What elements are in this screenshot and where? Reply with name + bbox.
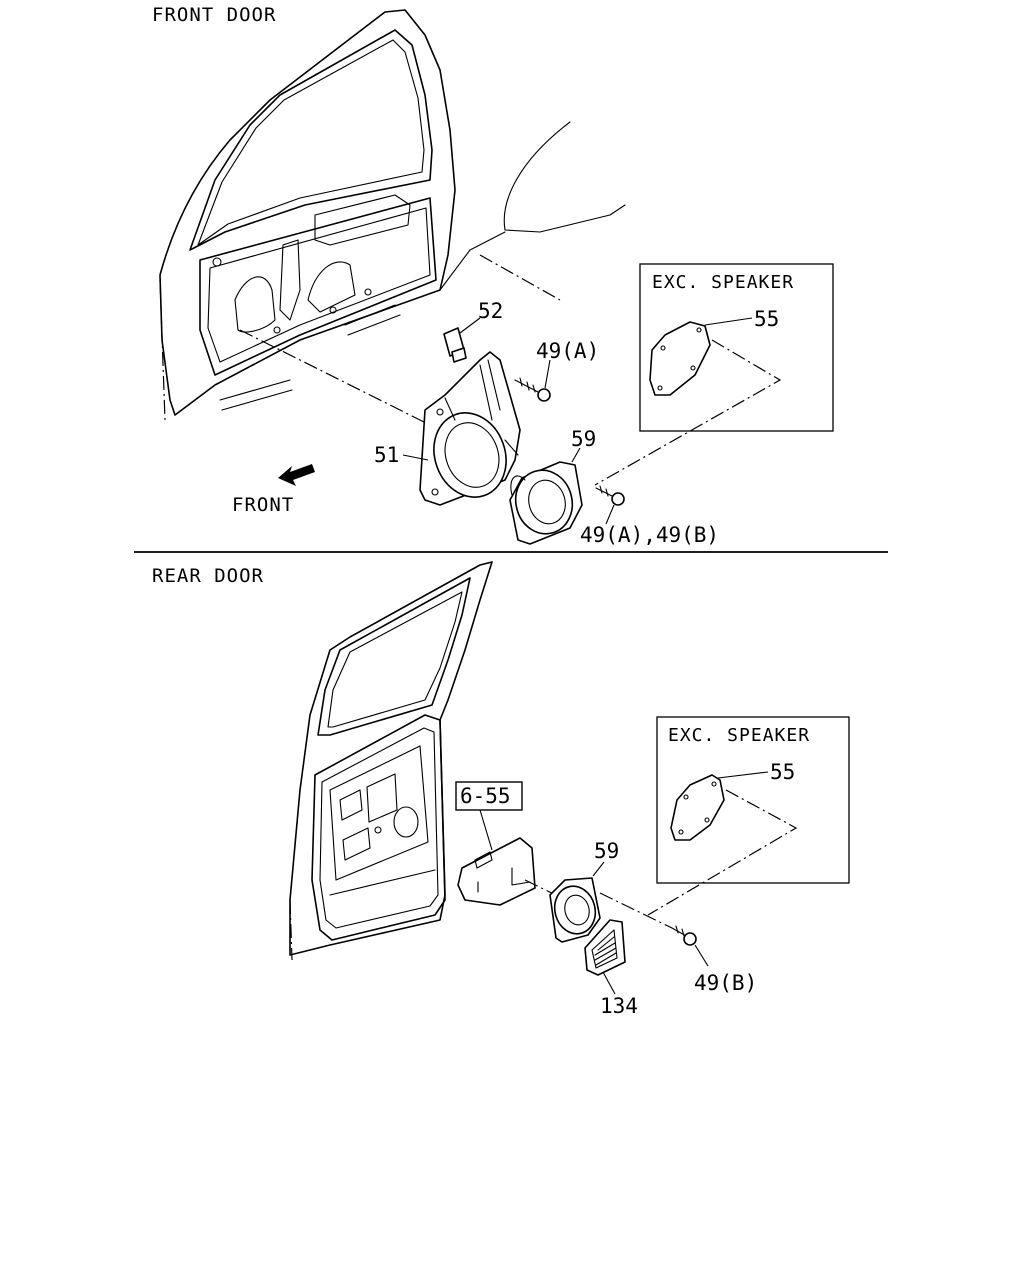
exc-speaker-title-rear: EXC. SPEAKER — [668, 725, 810, 746]
leader-6-55 — [479, 809, 493, 851]
leader-55-front — [704, 317, 753, 326]
grille-134 — [584, 919, 626, 976]
cover-55-rear — [670, 774, 725, 841]
rear-screw-guide-line — [599, 892, 673, 929]
speaker-bracket-51 — [419, 351, 521, 506]
callout-59-front: 59 — [571, 427, 596, 451]
speaker-59-front — [509, 461, 583, 545]
ref-box-6-55 — [455, 781, 523, 811]
cover-55-front — [649, 321, 711, 396]
vehicle-body-outline — [439, 121, 626, 301]
exc-speaker-title-front: EXC. SPEAKER — [652, 272, 794, 293]
leader-49b — [694, 944, 709, 967]
callout-134: 134 — [600, 994, 638, 1018]
leader-49a — [544, 359, 551, 389]
callout-59-rear: 59 — [594, 839, 619, 863]
leader-51 — [402, 454, 429, 461]
front-cover-guide-line — [594, 339, 782, 486]
front-door-title: FRONT DOOR — [152, 4, 276, 26]
callout-55-front: 55 — [754, 307, 779, 331]
leader-55-rear — [717, 771, 769, 779]
leader-59-rear — [592, 861, 605, 877]
rear-speaker-housing — [457, 837, 536, 906]
exc-speaker-box-rear — [656, 716, 850, 884]
leader-59-front — [571, 447, 581, 463]
callout-49b: 49(B) — [694, 971, 757, 995]
front-direction-arrow-icon — [278, 464, 315, 486]
rear-cover-guide-line — [647, 789, 798, 916]
speaker-59-rear — [549, 877, 601, 943]
front-arrow-label: FRONT — [232, 494, 294, 516]
leader-134 — [602, 971, 616, 995]
clip-52 — [443, 327, 467, 363]
callout-55-rear: 55 — [770, 760, 795, 784]
callout-49a: 49(A) — [536, 339, 599, 363]
leader-49ab — [605, 504, 615, 525]
screw-49a — [514, 377, 551, 402]
leader-52 — [459, 317, 481, 334]
ref-6-55-label: 6-55 — [460, 784, 511, 808]
front-door-panel — [159, 9, 456, 421]
exc-speaker-box-front — [639, 263, 834, 432]
rear-door-title: REAR DOOR — [152, 565, 264, 587]
callout-51: 51 — [374, 443, 399, 467]
screw-49ab-front — [595, 485, 625, 506]
screw-49b-rear — [671, 925, 697, 946]
callout-52: 52 — [478, 299, 503, 323]
callout-49ab: 49(A),49(B) — [580, 523, 719, 547]
front-bracket-guide-line — [239, 329, 441, 431]
rear-door-panel — [289, 561, 493, 961]
